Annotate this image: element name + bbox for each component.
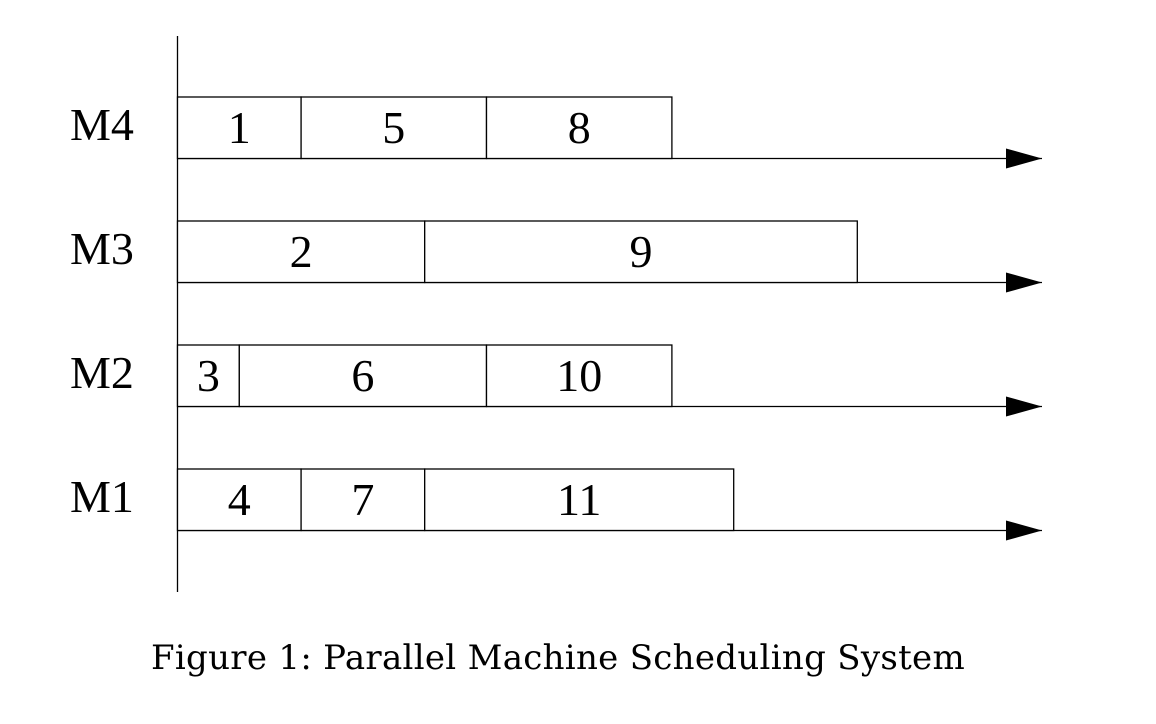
job-label-6: 6 — [351, 350, 374, 401]
job-label-9: 9 — [630, 226, 653, 277]
machine-row-m2: M2 3 6 10 — [70, 344, 1042, 417]
machine-row-m3: M3 2 9 — [70, 220, 1042, 293]
job-box-5 — [300, 96, 488, 160]
job-label-4: 4 — [228, 474, 251, 525]
job-box-2 — [176, 220, 426, 284]
job-box-10 — [485, 344, 673, 408]
machine-row-m4: M4 1 5 8 — [70, 96, 1042, 169]
machine-label-m3: M3 — [70, 223, 134, 274]
job-label-11: 11 — [557, 474, 601, 525]
job-label-5: 5 — [382, 102, 405, 153]
job-box-11 — [424, 468, 735, 532]
figure-caption: Figure 1: Parallel Machine Scheduling Sy… — [150, 638, 966, 678]
machine-label-m1: M1 — [70, 471, 134, 522]
job-box-1 — [176, 96, 302, 160]
job-label-1: 1 — [228, 102, 251, 153]
job-label-10: 10 — [556, 350, 602, 401]
machine-label-m4: M4 — [70, 99, 134, 150]
job-box-8 — [485, 96, 673, 160]
job-label-8: 8 — [568, 102, 591, 153]
machine-row-m1: M1 4 7 11 — [70, 468, 1042, 541]
job-label-3: 3 — [197, 350, 220, 401]
job-label-2: 2 — [290, 226, 313, 277]
job-box-3 — [176, 344, 240, 408]
job-box-4 — [176, 468, 302, 532]
job-box-9 — [424, 220, 858, 284]
job-label-7: 7 — [351, 474, 374, 525]
machine-label-m2: M2 — [70, 347, 134, 398]
